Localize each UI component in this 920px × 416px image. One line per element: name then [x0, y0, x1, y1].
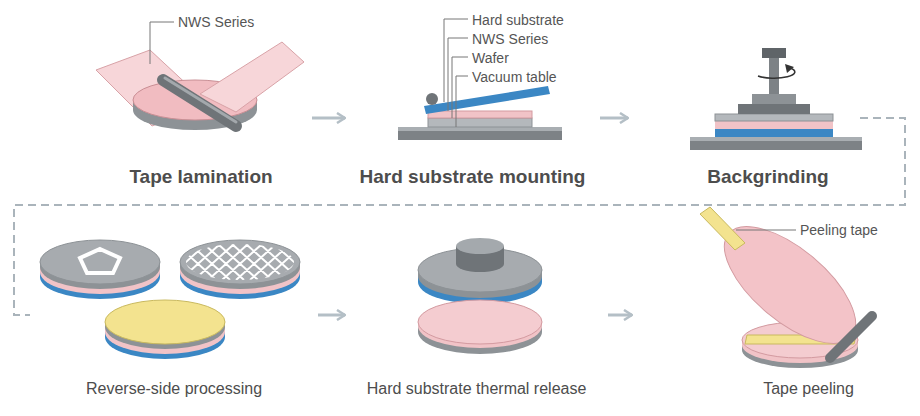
wafer-layer: [428, 118, 532, 127]
grid-pattern: [148, 244, 332, 280]
flow-arrow: [312, 117, 345, 120]
peeling-tape-end: [700, 207, 745, 250]
part-label-box: Vacuum table: [472, 68, 557, 86]
tape-layer: [428, 111, 532, 118]
flow-arrow: [600, 117, 628, 120]
pentagon-pattern: [80, 249, 120, 273]
part-label-box: Wafer: [472, 49, 509, 67]
vacuum-table: [398, 130, 562, 140]
roller-highlight: [165, 78, 236, 122]
step-caption: Tape peeling: [763, 379, 854, 398]
step-caption: Hard substrate thermal release: [367, 379, 587, 398]
leader-line: [456, 76, 468, 127]
roller: [426, 93, 438, 105]
rotation-arrowhead: [785, 64, 794, 73]
step-caption: Reverse-side processing: [86, 379, 262, 398]
process-step: Backgrinding: [628, 10, 860, 195]
thermal-release-illustration: [418, 238, 542, 354]
roller: [163, 80, 236, 126]
part-label-box: Peeling tape: [800, 221, 878, 239]
spindle-cap: [762, 48, 786, 58]
part-label: NWS Series: [472, 31, 548, 47]
part-label-box: NWS Series: [178, 13, 254, 31]
wheel-hub: [752, 94, 796, 104]
part-label: Peeling tape: [800, 222, 878, 238]
process-step: Tape lamination: [90, 10, 312, 195]
lamination-illustration: [96, 22, 304, 130]
step-caption: Backgrinding: [707, 166, 828, 189]
mounting-illustration: [398, 19, 562, 140]
leader-line: [452, 57, 468, 118]
backgrinding-illustration: [690, 48, 862, 150]
part-label-box: Hard substrate: [472, 11, 564, 29]
hard-substrate: [424, 86, 550, 114]
hard-substrate: [715, 129, 833, 137]
disc-top: [40, 240, 160, 284]
table-top: [690, 137, 862, 141]
connector-group: [14, 118, 905, 315]
step-caption: Hard substrate mounting: [360, 166, 586, 189]
grinding-wheel: [738, 104, 810, 114]
part-label: NWS Series: [178, 14, 254, 30]
leader-line: [448, 38, 468, 111]
flow-arrow: [608, 314, 632, 317]
roller: [830, 316, 872, 358]
part-label-box: NWS Series: [472, 30, 548, 48]
part-label: Vacuum table: [472, 69, 557, 85]
step-caption: Tape lamination: [129, 166, 272, 189]
spindle: [769, 56, 779, 94]
flow-arrow: [318, 314, 345, 317]
reverse-processing-illustration: [40, 240, 332, 359]
holder-top: [456, 238, 504, 254]
leader-line: [150, 22, 174, 64]
disc-top-coated: [105, 300, 225, 344]
disc-top-tape: [418, 300, 542, 344]
process-step: Hard substrate thermal release: [345, 222, 608, 400]
tape-layer: [715, 121, 833, 129]
leader-line: [736, 230, 796, 231]
part-label: Hard substrate: [472, 12, 564, 28]
process-step: Tape peeling: [632, 222, 905, 400]
vacuum-table-top: [398, 127, 562, 131]
wafer-layer: [715, 114, 833, 121]
part-label: Wafer: [472, 50, 509, 66]
process-step: Reverse-side processing: [30, 222, 318, 400]
tape-lifted: [200, 42, 304, 112]
table-base: [690, 140, 862, 150]
dashed-flow-line: [14, 118, 905, 315]
